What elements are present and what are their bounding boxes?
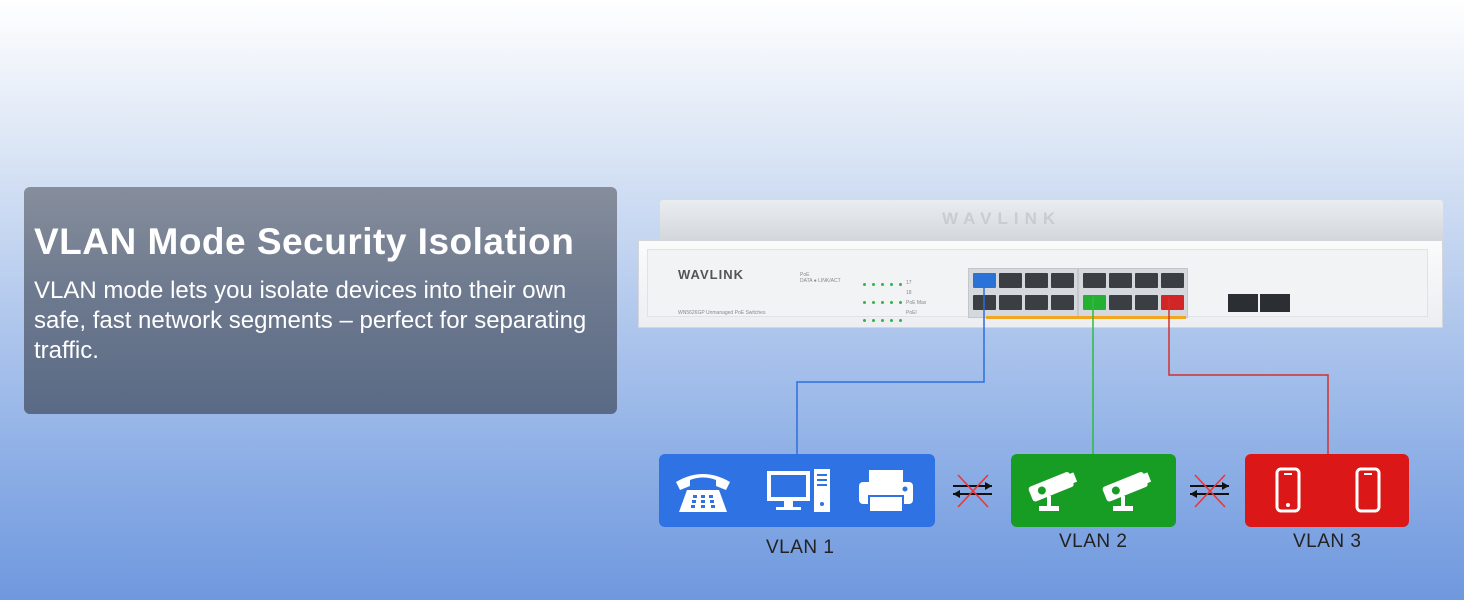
led bbox=[881, 301, 884, 304]
security-camera-icon bbox=[1028, 471, 1078, 511]
telephone-icon bbox=[676, 474, 730, 512]
port bbox=[1025, 295, 1048, 310]
led bbox=[899, 301, 902, 304]
legend-line: PoE bbox=[800, 272, 810, 278]
port-block-left bbox=[968, 268, 1078, 318]
smartphone-icon bbox=[1355, 467, 1381, 513]
port bbox=[1135, 273, 1158, 288]
security-camera-icon bbox=[1102, 471, 1152, 511]
blocked-exchange-icon bbox=[1190, 474, 1229, 508]
vlan3-group bbox=[1245, 454, 1409, 527]
port bbox=[999, 295, 1022, 310]
port bbox=[1051, 273, 1074, 288]
led bbox=[881, 283, 884, 286]
legend-line: DATA ● LINK/ACT bbox=[800, 278, 841, 284]
led bbox=[890, 319, 893, 322]
port bbox=[1161, 273, 1184, 288]
switch-model: WN5626GP Unmanaged PoE Switches bbox=[678, 310, 766, 316]
port-block-right bbox=[1078, 268, 1188, 318]
led bbox=[863, 319, 866, 322]
led-label: PoE Max bbox=[906, 300, 927, 306]
poe-indicator-strip bbox=[986, 316, 1186, 319]
led bbox=[872, 301, 875, 304]
port bbox=[1025, 273, 1048, 288]
vlan2-group bbox=[1011, 454, 1176, 527]
description: VLAN mode lets you isolate devices into … bbox=[34, 277, 587, 364]
desktop-computer-icon bbox=[767, 469, 830, 512]
vlan2-label: VLAN 2 bbox=[1059, 531, 1128, 552]
led-label: 17 bbox=[906, 280, 912, 286]
switch-brand: WAVLINK bbox=[678, 267, 744, 282]
smartphone-icon bbox=[1275, 467, 1301, 513]
switch-face: WAVLINK WN5626GP Unmanaged PoE Switches … bbox=[647, 249, 1428, 322]
led bbox=[863, 283, 866, 286]
sfp-port bbox=[1228, 294, 1258, 312]
blocked-exchange-icon bbox=[953, 474, 992, 508]
vlan3-cable bbox=[1168, 297, 1329, 455]
led bbox=[890, 301, 893, 304]
led bbox=[881, 319, 884, 322]
printer-icon bbox=[859, 470, 913, 513]
info-panel: VLAN Mode Security Isolation VLAN mode l… bbox=[24, 187, 617, 414]
switch-legend: PoE DATA ● LINK/ACT bbox=[800, 272, 841, 284]
led bbox=[890, 283, 893, 286]
sfp-port bbox=[1260, 294, 1290, 312]
port bbox=[999, 273, 1022, 288]
port-vlan2 bbox=[1083, 295, 1106, 310]
network-switch: WAVLINK WAVLINK WN5626GP Unmanaged PoE S… bbox=[638, 200, 1443, 328]
heading: VLAN Mode Security Isolation bbox=[34, 221, 575, 262]
port bbox=[1051, 295, 1074, 310]
led bbox=[863, 301, 866, 304]
vlan3-label: VLAN 3 bbox=[1293, 531, 1362, 552]
led bbox=[899, 319, 902, 322]
port bbox=[1109, 273, 1132, 288]
vlan1-label: VLAN 1 bbox=[766, 537, 835, 558]
port bbox=[1135, 295, 1158, 310]
led-label: 18 bbox=[906, 290, 912, 296]
led bbox=[899, 283, 902, 286]
led bbox=[872, 283, 875, 286]
led bbox=[872, 319, 875, 322]
port-vlan3 bbox=[1161, 295, 1184, 310]
vlan1-group bbox=[659, 454, 935, 527]
switch-front-panel: WAVLINK WN5626GP Unmanaged PoE Switches … bbox=[638, 240, 1443, 328]
vlan1-cable bbox=[796, 274, 985, 455]
led-label: PoEl bbox=[906, 310, 917, 316]
port bbox=[1083, 273, 1106, 288]
switch-top-cover: WAVLINK bbox=[660, 200, 1443, 240]
status-leds bbox=[860, 277, 910, 331]
led-labels: 17 18 PoE Max PoEl bbox=[906, 278, 926, 318]
port bbox=[1109, 295, 1132, 310]
switch-top-brand: WAVLINK bbox=[942, 209, 1062, 228]
